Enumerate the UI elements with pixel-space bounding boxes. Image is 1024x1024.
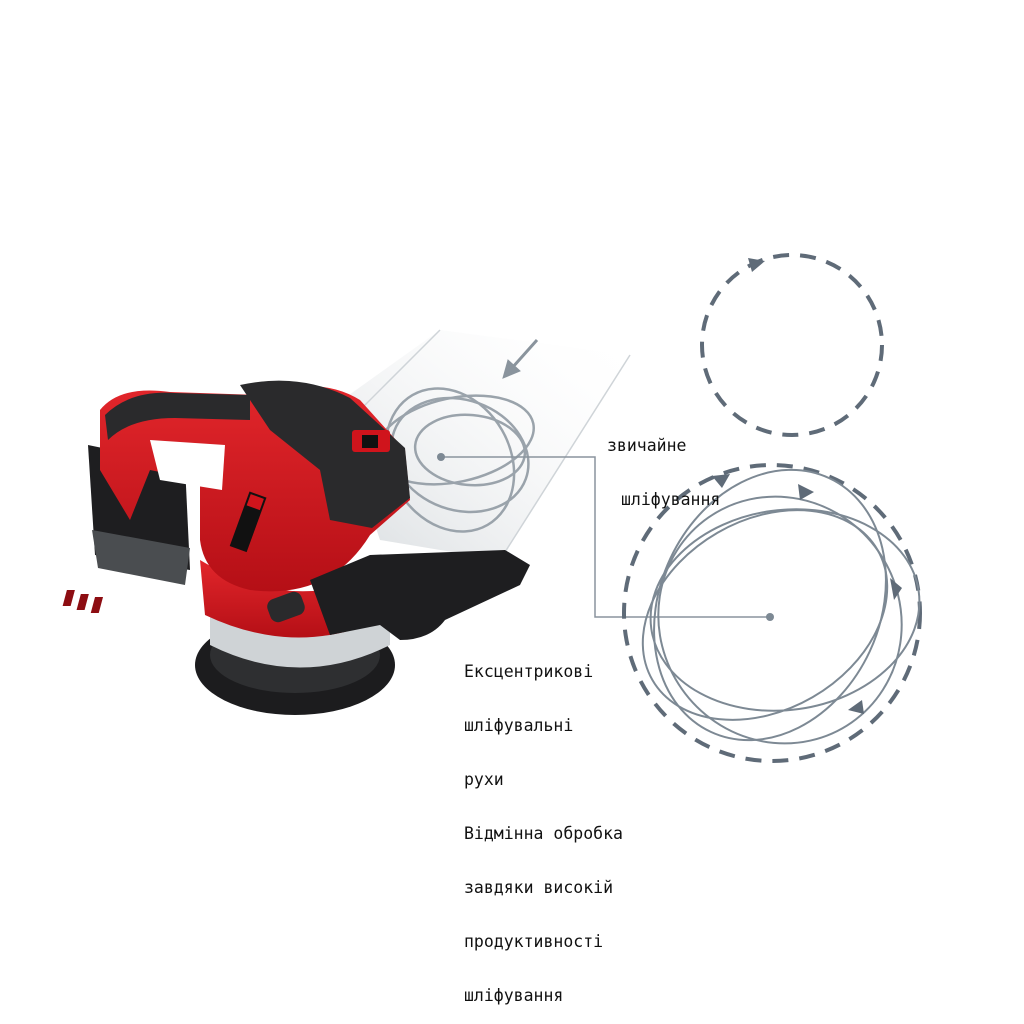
label-line: завдяки високій	[464, 878, 614, 897]
standard-sanding-label: звичайне шліфування	[607, 401, 720, 527]
arrow-down-left-icon	[502, 339, 539, 379]
motion-beam	[335, 330, 630, 560]
eccentric-sanding-label: Ексцентрикові шліфувальні рухи Відмінна …	[464, 627, 623, 1023]
orbit-pattern-icon	[622, 463, 922, 763]
label-line: рухи	[464, 770, 504, 789]
label-line: шліфування	[621, 490, 721, 509]
random-orbit-sander	[62, 380, 530, 715]
label-line: Відмінна обробка	[464, 824, 623, 843]
label-line: шліфувальні	[464, 716, 574, 735]
label-line: продуктивності	[464, 932, 604, 951]
brand-logo	[229, 491, 267, 553]
label-line: Ексцентрикові	[464, 662, 594, 681]
connector-dot	[437, 453, 445, 461]
dashed-circle-icon	[700, 253, 884, 437]
label-line: шліфування	[464, 986, 564, 1005]
connector-line	[441, 456, 770, 618]
beam-edge	[349, 329, 441, 421]
label-line: звичайне	[607, 436, 687, 455]
